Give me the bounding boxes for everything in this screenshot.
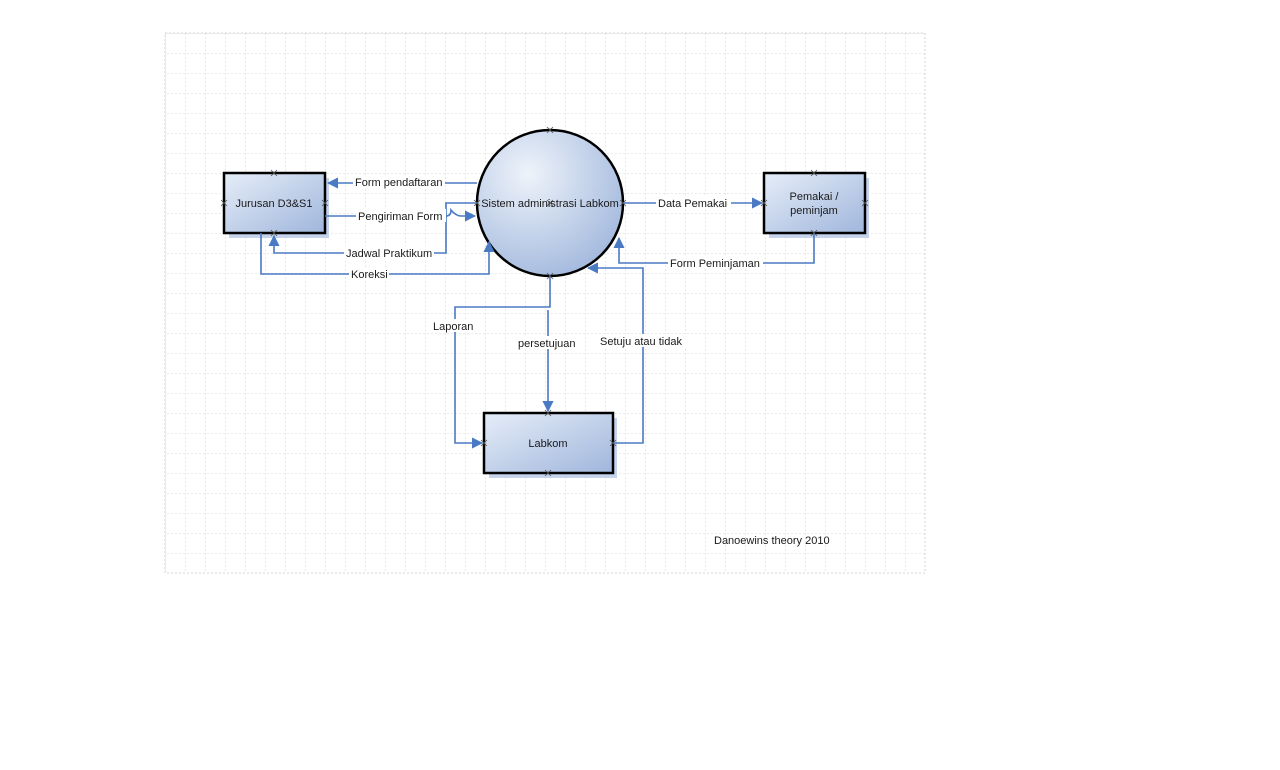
label-bg-pengiriman-form [356,209,446,222]
entity-jurusan[interactable] [222,171,327,235]
flow-setuju-atau-tidak[interactable] [586,262,644,444]
flow-label-koreksi: Koreksi [351,269,388,281]
grid-page [164,32,926,574]
flow-label-jadwal-praktikum: Jadwal Praktikum [346,248,432,260]
flow-label-data-pemakai: Data Pemakai [658,198,727,210]
label-bg-form-pendaftaran [353,176,445,189]
flow-pengiriman-form[interactable] [325,210,475,216]
connection-points [220,126,869,477]
label-bg-koreksi [349,267,389,280]
entity-pemakai[interactable] [762,171,867,235]
flow-jadwal-praktikum[interactable] [268,202,478,254]
label-bg-form-peminjaman [668,256,763,269]
flow-label-setuju-atau-tidak: Setuju atau tidak [600,336,682,348]
footer-credit: Danoewins theory 2010 [714,535,830,547]
label-bg-data-pemakai [656,196,731,209]
entity-pemakai-label-line2: peminjam [790,205,838,217]
label-bg-laporan [431,319,477,332]
process-label: Sistem administrasi Labkom [481,198,619,210]
flow-label-form-pendaftaran: Form pendaftaran [355,177,442,189]
entity-pemakai-label-line1: Pemakai / [790,191,840,203]
flow-laporan[interactable] [454,276,551,449]
label-bg-setuju [598,334,686,347]
entity-labkom-label: Labkom [528,438,567,450]
flow-label-laporan: Laporan [433,321,473,333]
label-bg-jadwal-praktikum [344,246,434,259]
label-bg-persetujuan [516,336,580,349]
flow-label-form-peminjaman: Form Peminjaman [670,258,760,270]
entity-jurusan-label: Jurusan D3&S1 [235,198,312,210]
flow-label-pengiriman-form: Pengiriman Form [358,211,442,223]
flow-label-persetujuan: persetujuan [518,338,576,350]
